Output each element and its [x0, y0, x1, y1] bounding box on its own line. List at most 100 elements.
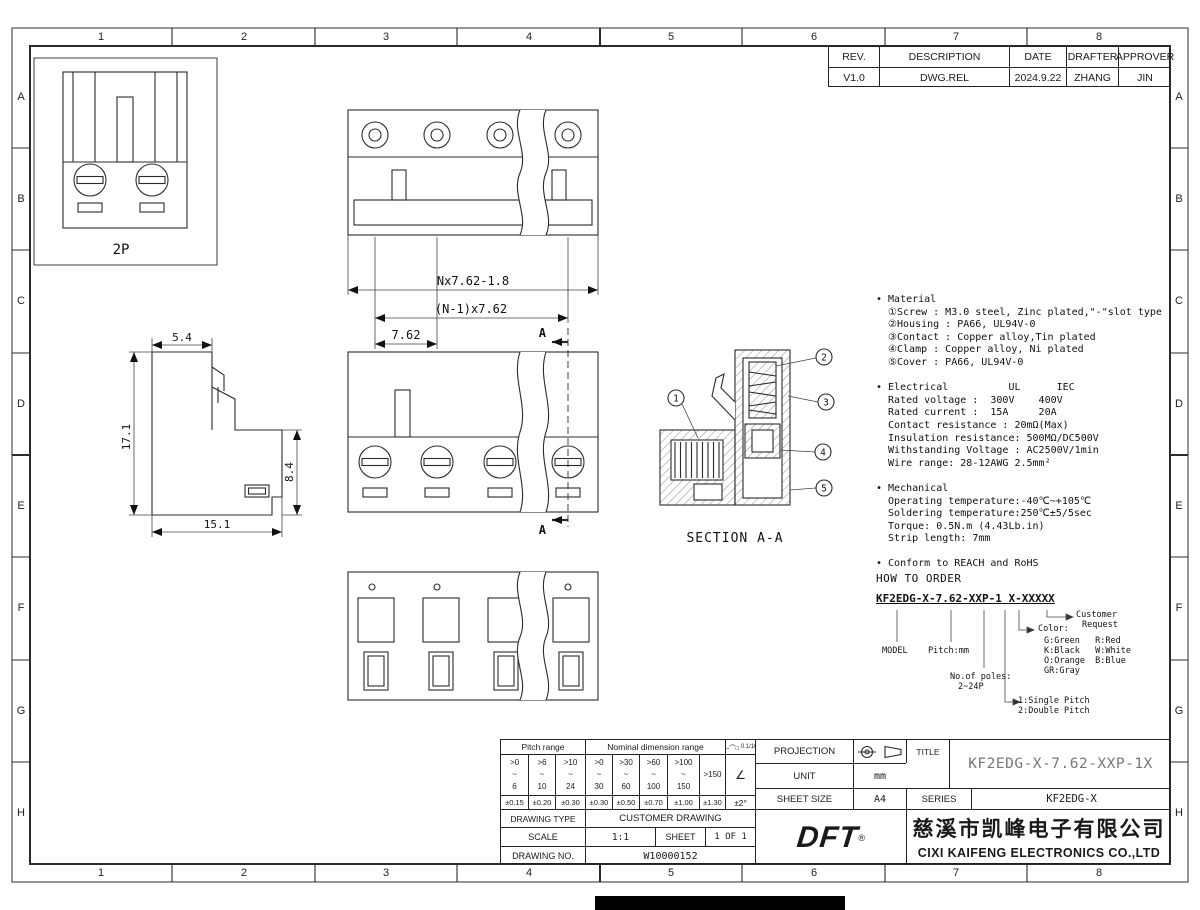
range-line: >0 — [509, 758, 520, 767]
order-title: HOW TO ORDER — [876, 572, 962, 585]
zone-col-top: 5 — [667, 31, 675, 43]
note-line: • Mechanical — [876, 482, 949, 494]
balloon-1: 1 — [673, 394, 679, 405]
range-cell: >0~6 — [501, 754, 528, 795]
bottom-black-bar — [595, 896, 845, 910]
range-line: 6 — [512, 782, 517, 791]
tolerance-cell: ±0.30 — [585, 795, 612, 809]
order-label-single-pitch: 1:Single Pitch — [1018, 696, 1090, 706]
scale-label: SCALE — [501, 827, 585, 846]
title-value: KF2EDG-X-7.62-XXP-1X — [949, 740, 1171, 788]
section-marker-bottom: A — [539, 523, 547, 537]
zone-row-left: E — [17, 500, 25, 512]
rev-header: REV. — [842, 51, 866, 63]
nominal-range-header: Nominal dimension range — [585, 740, 725, 754]
note-line: • Conform to REACH and RoHS — [876, 558, 1039, 570]
zone-col-top: 3 — [382, 31, 390, 43]
zone-col-top: 8 — [1095, 31, 1103, 43]
view-front-2p: 2P — [33, 57, 218, 266]
zone-row-right: F — [1175, 602, 1183, 614]
sheet-value: 1 OF 1 — [705, 827, 755, 846]
range-line: 60 — [621, 782, 631, 791]
dim-label-pitch: 7.62 — [392, 328, 421, 342]
company-logo: DFT — [795, 820, 861, 854]
note-line: ②Housing : PA66, UL94V-0 — [876, 319, 1036, 331]
range-line: 100 — [646, 782, 661, 791]
dim-label-total-width: Nx7.62-1.8 — [437, 274, 509, 288]
range-line: ~ — [539, 770, 545, 779]
sheet-label: SHEET — [655, 827, 705, 846]
note-line: Insulation resistance: 500MΩ/DC500V — [876, 432, 1099, 444]
range-line: >100 — [674, 758, 693, 767]
view-bottom — [347, 571, 599, 701]
range-line: ~ — [651, 770, 656, 779]
drafter-value: ZHANG — [1066, 67, 1118, 87]
projection-label: PROJECTION — [755, 740, 853, 763]
range-line: 150 — [676, 782, 691, 791]
unit-label: UNIT — [755, 763, 853, 788]
balloon-5: 5 — [821, 484, 827, 495]
geo-symbols: —⌒□ — [725, 745, 740, 752]
range-cell: >0~30 — [585, 754, 612, 795]
first-angle-projection-icon — [858, 745, 902, 758]
view-side: 5.4 17.1 8.4 15.1 — [120, 331, 302, 537]
range-line: >30 — [619, 758, 633, 767]
note-line: ③Contact : Copper alloy,Tin plated — [876, 331, 1096, 343]
range-cell: >60~100 — [639, 754, 667, 795]
note-line: ①Screw : M3.0 steel, Zinc plated,"-"slot… — [876, 306, 1162, 318]
range-cell: >100~150 — [667, 754, 699, 795]
tolerance-cell: ±0.30 — [555, 795, 585, 809]
balloon-4: 4 — [820, 448, 826, 459]
order-label-color-title: Color: — [1038, 624, 1069, 634]
section-label: SECTION A-A — [686, 531, 783, 546]
tolerance-cell: ±0.15 — [501, 795, 528, 809]
zone-col-bottom: 6 — [810, 867, 818, 879]
title-block: Pitch range Nominal dimension range —⌒□ … — [500, 739, 1171, 865]
range-line: >150 — [703, 770, 722, 779]
range-line: 24 — [566, 782, 575, 791]
balloon-leaders — [681, 357, 819, 491]
zone-col-bottom: 3 — [382, 867, 390, 879]
drawing-type-label: DRAWING TYPE — [501, 809, 585, 827]
dim-label-17-1: 17.1 — [120, 424, 133, 451]
geo-value: 0.1/10 — [740, 744, 755, 750]
zone-row-right: G — [1174, 705, 1184, 717]
zone-col-bottom: 7 — [952, 867, 960, 879]
zone-row-left: F — [17, 602, 25, 614]
note-line: Operating temperature:-40℃~+105℃ — [876, 495, 1092, 507]
company-name-cn: 慈溪市凯峰电子有限公司 — [912, 817, 1166, 841]
zone-row-right: D — [1175, 398, 1183, 410]
note-line — [876, 470, 1172, 483]
range-line: >6 — [537, 758, 547, 767]
zone-col-top: 2 — [240, 31, 248, 43]
range-cell: >6~10 — [528, 754, 555, 795]
pitch-range-header: Pitch range — [521, 742, 565, 752]
drawing-no-label: DRAWING NO. — [501, 846, 585, 865]
zone-row-left: D — [17, 398, 25, 410]
zone-row-right: B — [1175, 193, 1183, 205]
title-label: TITLE — [906, 740, 949, 763]
angle-symbol-cell: ∠ — [725, 754, 755, 795]
series-label: SERIES — [906, 788, 971, 809]
date-header: DATE — [1009, 47, 1066, 67]
range-cell: >150 — [699, 754, 725, 795]
order-label-color-1: G:Green R:Red — [1044, 636, 1121, 646]
range-line: ~ — [623, 770, 629, 779]
range-line: ~ — [596, 770, 602, 779]
technical-notes: • Material ①Screw : M3.0 steel, Zinc pla… — [876, 294, 1172, 571]
zone-col-bottom: 5 — [667, 867, 675, 879]
zone-row-left: C — [17, 295, 25, 307]
tolerance-cell: ±0.70 — [639, 795, 667, 809]
order-label-pitch: Pitch:mm — [928, 646, 969, 656]
order-label-customer-1: Customer — [1076, 610, 1117, 620]
zone-col-top: 6 — [810, 31, 818, 43]
zone-col-bottom: 8 — [1095, 867, 1103, 879]
note-line: Wire range: 28-12AWG 2.5mm² — [876, 457, 1051, 469]
note-line: Rated current : 15A 20A — [876, 407, 1057, 419]
range-line: >0 — [594, 758, 604, 767]
note-line — [876, 370, 1172, 383]
note-line: Contact resistance : 20mΩ(Max) — [876, 419, 1069, 431]
date-value: 2024.9.22 — [1009, 67, 1066, 87]
tolerance-cell: ±0.50 — [612, 795, 639, 809]
